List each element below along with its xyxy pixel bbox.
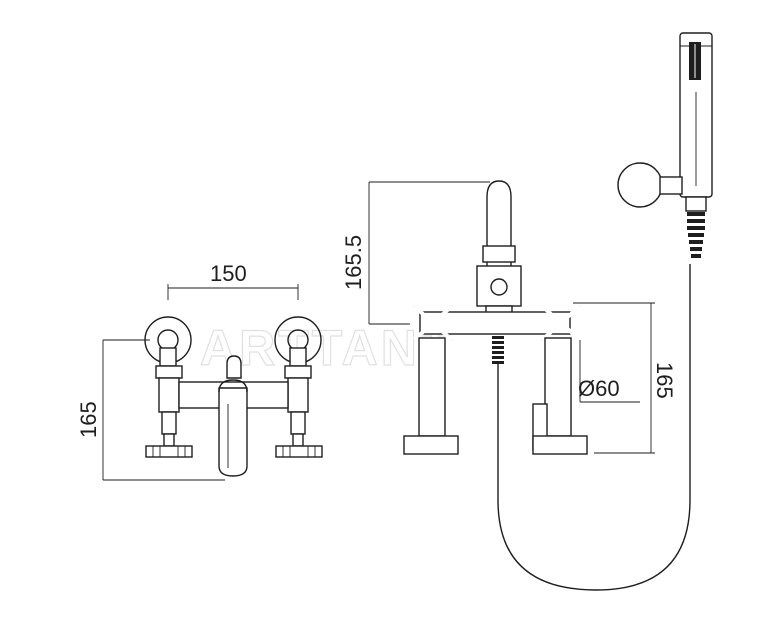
hand-shower xyxy=(679,32,713,258)
side-height-dimension: 165 xyxy=(573,302,677,454)
left-leg xyxy=(403,337,459,455)
front-view: 150 165 xyxy=(76,261,323,481)
side-height-label: 165 xyxy=(652,362,677,399)
right-cross-handle xyxy=(540,304,582,342)
side-view: 165.5 xyxy=(341,32,713,591)
wall-holder xyxy=(617,162,683,208)
front-height-dimension: 165 xyxy=(76,339,225,481)
side-body xyxy=(419,311,571,335)
front-width-dimension: 150 xyxy=(167,261,299,300)
hose-nut xyxy=(687,212,705,258)
front-spout xyxy=(218,355,248,477)
right-valve xyxy=(274,316,323,458)
front-height-label: 165 xyxy=(76,401,101,438)
diameter-dimension: Ø60 xyxy=(578,340,640,403)
shower-hose xyxy=(497,264,691,591)
right-leg xyxy=(532,337,588,455)
front-width-label: 150 xyxy=(210,261,247,286)
left-cross-handle xyxy=(412,304,454,342)
side-spout xyxy=(476,180,522,317)
hose-connector xyxy=(492,336,504,364)
spout-height-label: 165.5 xyxy=(341,235,366,290)
spout-height-dimension: 165.5 xyxy=(341,181,490,325)
diameter-label: Ø60 xyxy=(578,376,620,401)
